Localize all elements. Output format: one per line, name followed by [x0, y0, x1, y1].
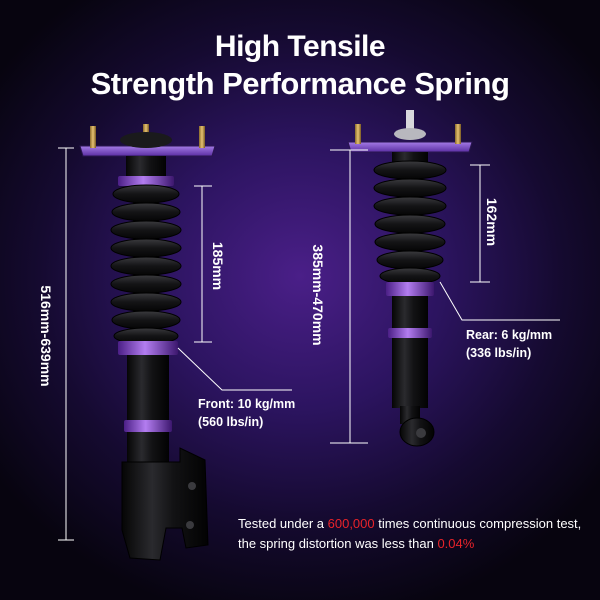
headline-line-2: Strength Performance Spring	[90, 66, 510, 101]
rear-lower-perch	[386, 282, 434, 296]
front-coilover	[79, 124, 216, 561]
front-upper-hat	[126, 156, 166, 176]
test-note-text-b: times continuous compression test,	[374, 516, 582, 531]
rear-rate-kg: Rear: 6 kg/mm	[466, 328, 553, 342]
test-note-text-c: the spring distortion was less than	[238, 536, 438, 551]
front-overall-length-label: 516mm-639mm	[38, 285, 54, 387]
front-bracket-hole-lower	[186, 521, 194, 529]
rear-spring-length-label: 162mm	[484, 197, 500, 247]
test-cycles-highlight: 600,000	[327, 516, 375, 531]
front-lock-ring	[124, 420, 172, 432]
front-mount-dome	[120, 132, 172, 148]
rear-body-upper	[392, 296, 428, 328]
rear-body-tube	[392, 338, 428, 408]
front-stud-right	[199, 126, 205, 148]
front-body-tube	[127, 355, 169, 420]
rear-stud-left	[355, 124, 361, 144]
rear-spring-rate: Rear: 6 kg/mm (336 lbs/in)	[466, 326, 552, 362]
test-note: Tested under a 600,000 times continuous …	[238, 514, 581, 554]
rear-top-nut	[394, 128, 426, 140]
headline-line-1: High Tensile	[214, 30, 386, 63]
rear-spring	[373, 160, 447, 285]
front-spring-length-label: 185mm	[210, 241, 226, 291]
test-note-line-1: Tested under a 600,000 times continuous …	[238, 514, 581, 534]
rear-top-mount-plate	[347, 141, 473, 153]
front-spring	[110, 184, 182, 345]
front-rate-kg: Front: 10 kg/mm	[198, 397, 296, 411]
front-stud-left	[90, 126, 96, 148]
rear-stud-right	[455, 124, 461, 144]
rear-overall-length-label: 385mm-470mm	[310, 244, 326, 346]
front-top-mount-plate	[79, 145, 216, 157]
front-lower-body	[127, 432, 169, 462]
distortion-highlight: 0.04%	[437, 536, 475, 551]
test-note-line-2: the spring distortion was less than 0.04…	[238, 534, 581, 554]
rear-coilover	[347, 110, 473, 447]
test-note-text-a: Tested under a	[238, 516, 328, 531]
front-spring-rate: Front: 10 kg/mm (560 lbs/in)	[198, 395, 295, 431]
front-knuckle-bracket	[121, 447, 209, 561]
front-rate-lbs: (560 lbs/in)	[198, 415, 264, 429]
rear-eyelet-bushing	[416, 428, 426, 438]
dimension-lines	[58, 147, 560, 541]
rear-lock-ring	[388, 328, 432, 338]
rear-shaft-top	[406, 110, 414, 130]
front-upper-perch	[118, 176, 174, 186]
front-rate-callout-line	[177, 347, 292, 391]
rear-rate-callout-line	[439, 281, 560, 321]
front-bracket-hole-upper	[188, 482, 196, 490]
front-lower-perch	[118, 341, 178, 355]
rear-rate-lbs: (336 lbs/in)	[466, 346, 532, 360]
